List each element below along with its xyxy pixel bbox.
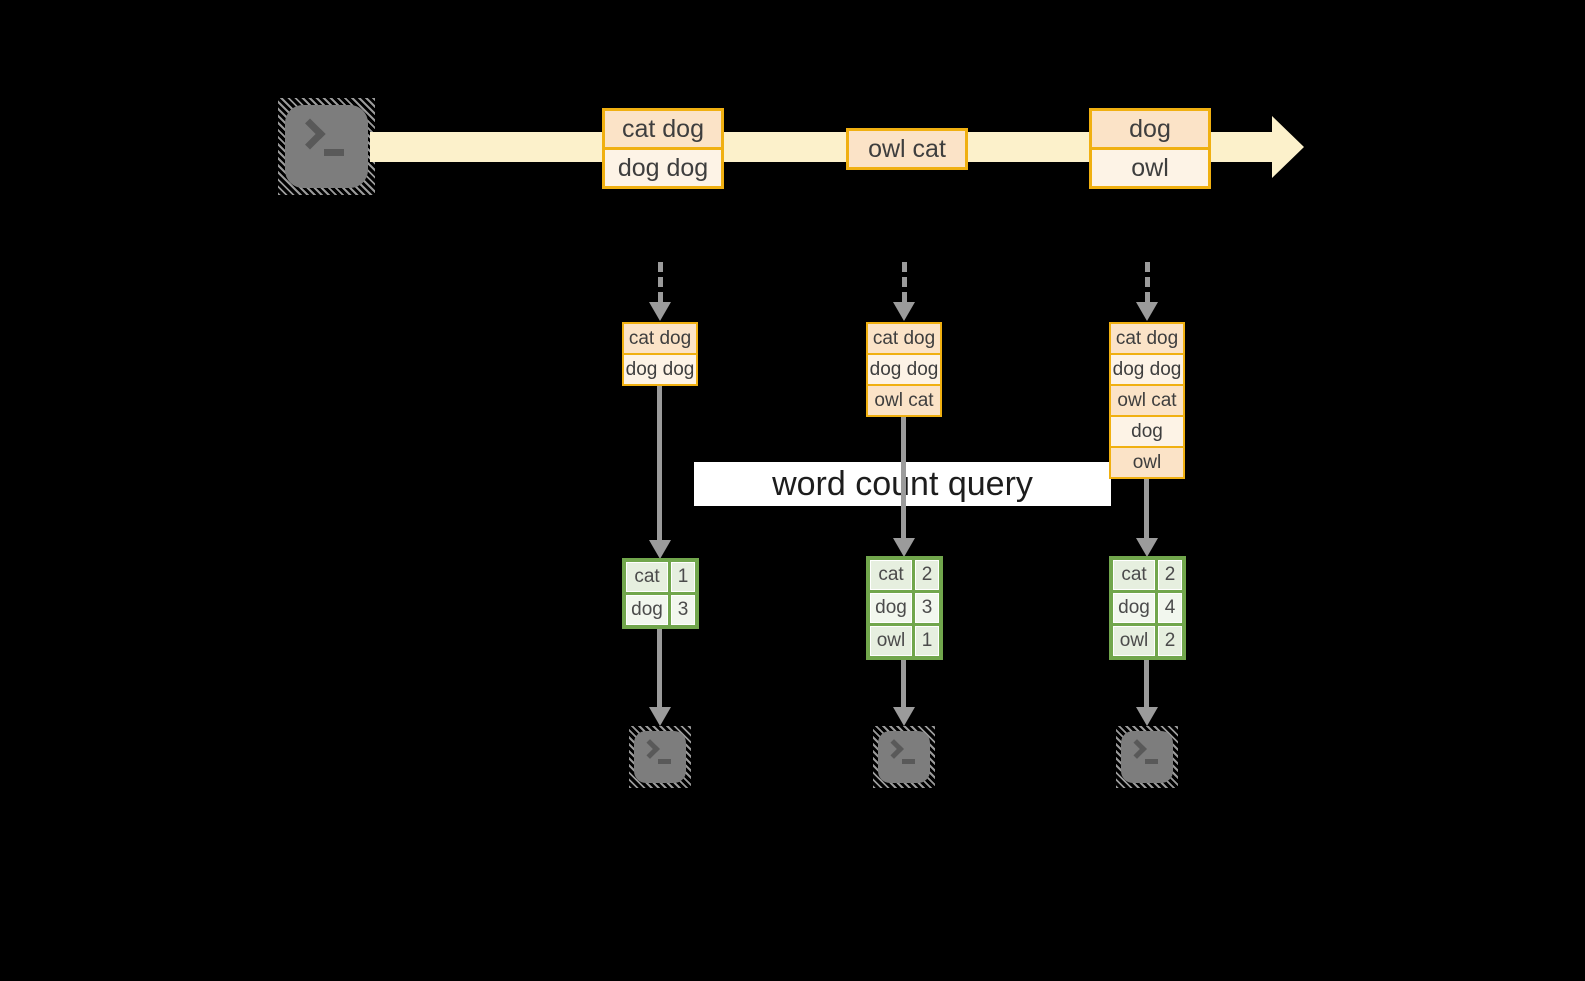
count-cell: 2 [1158, 560, 1182, 590]
stream-batch-2: owl cat [846, 128, 968, 170]
prompt-chevron-icon [884, 739, 904, 759]
batch-row: owl [1111, 446, 1183, 477]
batch-row: dog [1111, 415, 1183, 446]
batch-row: owl [1092, 147, 1208, 186]
batch-row: dog dog [1111, 353, 1183, 384]
terminal-icon-body [878, 731, 930, 783]
output-terminal-icon [629, 726, 691, 788]
word-cell: cat [626, 562, 668, 592]
prompt-chevron-icon [1127, 739, 1147, 759]
prompt-underscore-icon [902, 759, 915, 764]
word-count-table-2: cat 2 dog 3 owl 1 [866, 556, 943, 660]
stream-arrow-head [1272, 116, 1304, 178]
batch-row: owl cat [1111, 384, 1183, 415]
source-terminal-icon [278, 98, 375, 195]
count-cell: 1 [671, 562, 695, 592]
batch-row: dog dog [605, 147, 721, 186]
flow-arrow [1144, 479, 1149, 538]
accumulated-batch-1: cat dog dog dog [622, 322, 698, 386]
batch-row: owl cat [868, 384, 940, 415]
flow-arrow [1144, 658, 1149, 707]
batch-row: dog dog [868, 353, 940, 384]
prompt-chevron-icon [640, 739, 660, 759]
count-cell: 2 [915, 560, 939, 590]
accumulated-batch-3: cat dog dog dog owl cat dog owl [1109, 322, 1185, 479]
prompt-underscore-icon [658, 759, 671, 764]
word-cell: owl [1113, 626, 1155, 656]
stream-batch-1: cat dog dog dog [602, 108, 724, 189]
prompt-underscore-icon [324, 149, 344, 156]
dashed-arrow [1145, 262, 1150, 302]
flow-arrow-head [1136, 707, 1158, 726]
output-terminal-icon [1116, 726, 1178, 788]
prompt-underscore-icon [1145, 759, 1158, 764]
flow-arrow-head [893, 538, 915, 557]
count-cell: 4 [1158, 593, 1182, 623]
word-cell: dog [870, 593, 912, 623]
dashed-arrow-head [893, 302, 915, 321]
output-terminal-icon [873, 726, 935, 788]
word-cell: owl [870, 626, 912, 656]
batch-row: cat dog [868, 324, 940, 353]
accumulated-batch-2: cat dog dog dog owl cat [866, 322, 942, 417]
word-cell: cat [870, 560, 912, 590]
stream-batch-3: dog owl [1089, 108, 1211, 189]
batch-row: cat dog [1111, 324, 1183, 353]
word-count-table-3: cat 2 dog 4 owl 2 [1109, 556, 1186, 660]
count-cell: 1 [915, 626, 939, 656]
flow-arrow-head [649, 540, 671, 559]
batch-row: owl cat [849, 131, 965, 167]
dashed-arrow [658, 262, 663, 302]
flow-arrow [901, 417, 906, 538]
batch-row: dog [1092, 111, 1208, 147]
flow-arrow [657, 627, 662, 707]
flow-arrow-head [649, 707, 671, 726]
terminal-icon-body [634, 731, 686, 783]
word-cell: dog [626, 595, 668, 625]
batch-row: dog dog [624, 353, 696, 384]
count-cell: 3 [915, 593, 939, 623]
count-cell: 2 [1158, 626, 1182, 656]
batch-row: cat dog [605, 111, 721, 147]
dashed-arrow [902, 262, 907, 302]
word-count-table-1: cat 1 dog 3 [622, 558, 699, 629]
batch-row: cat dog [624, 324, 696, 353]
terminal-icon-body [285, 105, 368, 188]
word-cell: dog [1113, 593, 1155, 623]
prompt-chevron-icon [294, 118, 326, 150]
dashed-arrow-head [649, 302, 671, 321]
terminal-icon-body [1121, 731, 1173, 783]
word-cell: cat [1113, 560, 1155, 590]
flow-arrow-head [1136, 538, 1158, 557]
count-cell: 3 [671, 595, 695, 625]
flow-arrow [901, 658, 906, 707]
flow-arrow [657, 386, 662, 540]
flow-arrow-head [893, 707, 915, 726]
dashed-arrow-head [1136, 302, 1158, 321]
